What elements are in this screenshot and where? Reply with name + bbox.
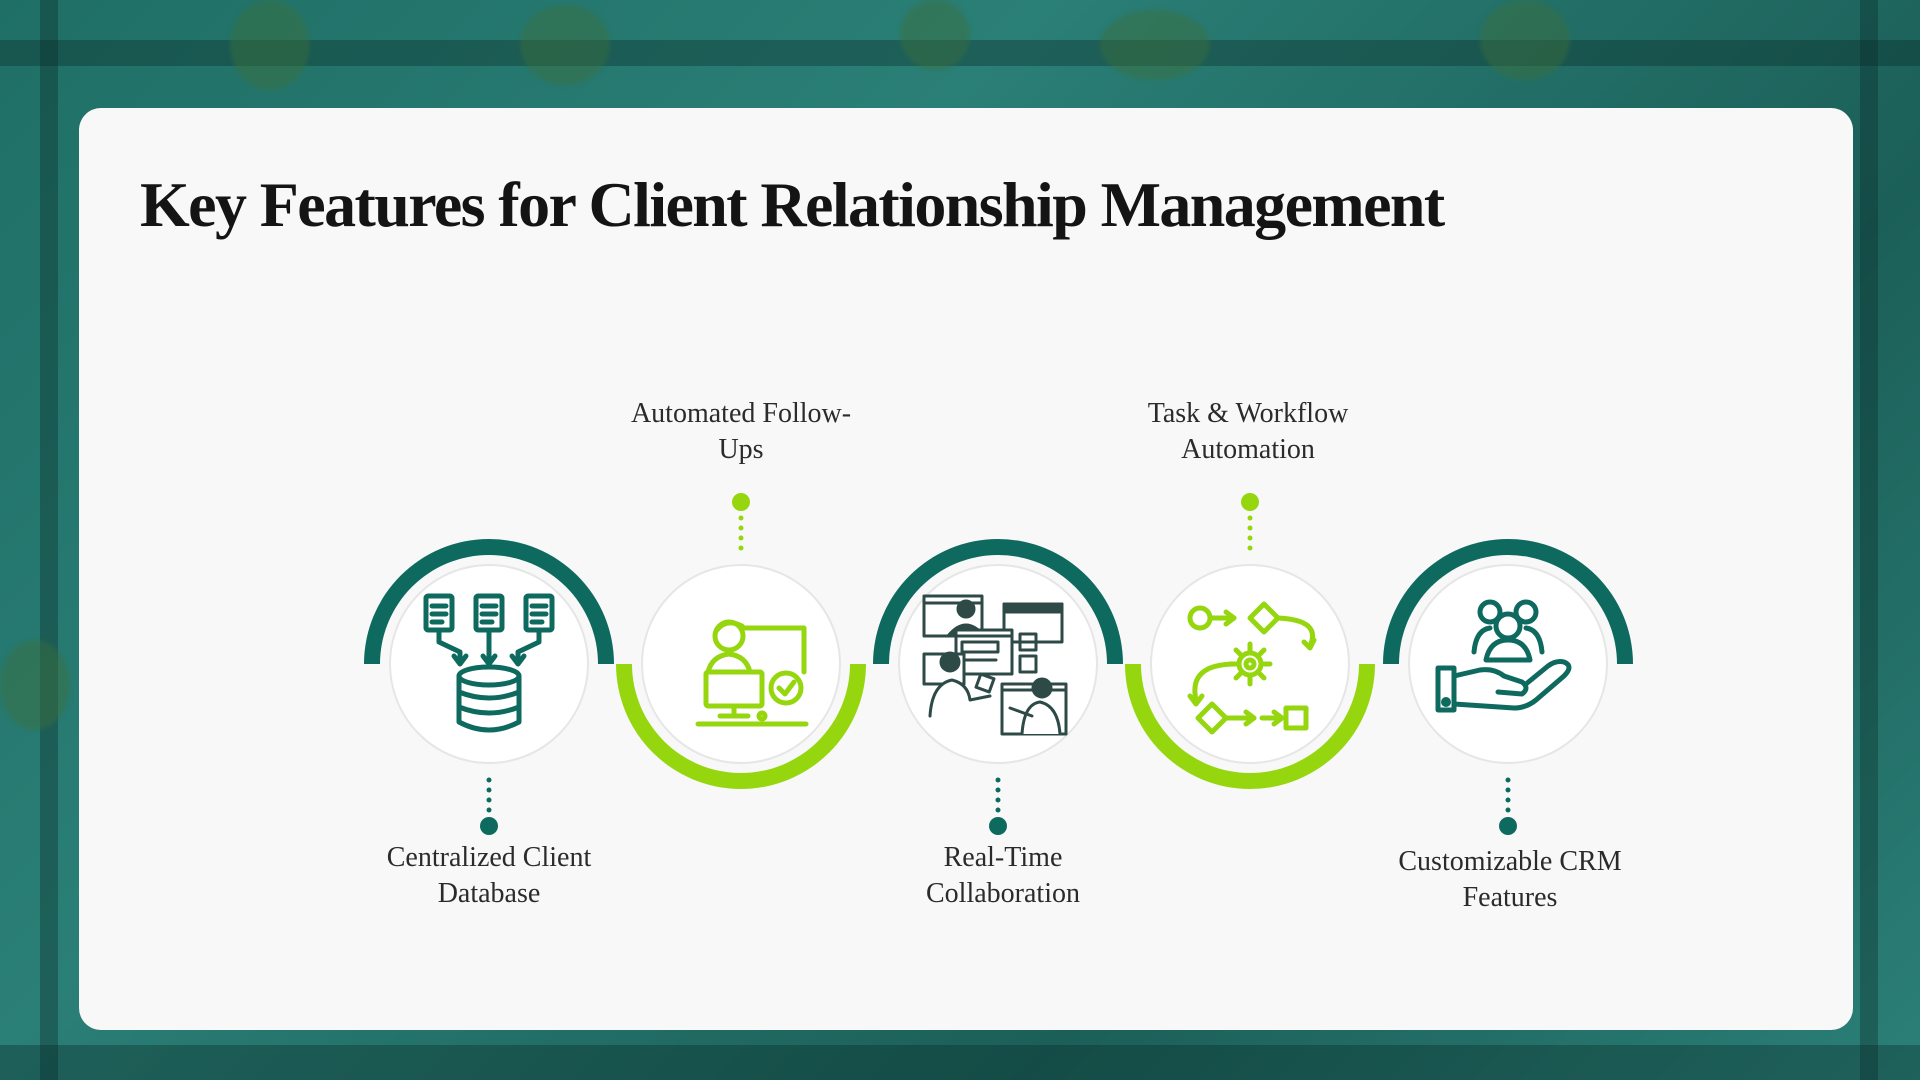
feature-1-line-1: Centralized Client [386,842,592,873]
feature-4-line-2: Automation [1181,434,1315,465]
connector-2 [732,493,750,551]
slide-title: Key Features for Client Relationship Man… [140,169,1445,240]
feature-3-line-2: Collaboration [926,878,1080,909]
arc-top-1 [364,539,614,664]
dotted-connectors [480,493,1517,835]
connector-4 [1241,493,1259,551]
feature-label-4: Task & Workflow Automation [1108,396,1388,468]
feature-label-5: Customizable CRM Features [1370,844,1650,916]
content-card [79,108,1853,1030]
feature-2-line-1: Automated Follow- [630,398,852,429]
connector-1 [480,777,498,835]
feature-5-line-1: Customizable CRM [1398,846,1622,877]
feature-1-line-2: Database [437,878,541,909]
connector-3 [989,777,1007,835]
hand-with-people-icon [1435,599,1572,713]
database-icon [423,593,555,733]
feature-circle-5 [1408,564,1608,764]
feature-3-line-1: Real-Time [943,842,1063,873]
arc-bottom-4 [1125,664,1375,789]
feature-circle-2 [641,564,841,764]
arc-top-5 [1383,539,1633,664]
workflow-gear-icon [1187,601,1317,735]
connector-5 [1499,777,1517,835]
arc-bottom-2 [616,664,866,789]
feature-label-2: Automated Follow- Ups [601,396,881,468]
arc-connectors [364,539,1633,789]
collaboration-icon [922,594,1068,736]
feature-4-line-1: Task & Workflow [1147,398,1349,429]
feature-label-3: Real-Time Collaboration [863,840,1143,912]
feature-label-1: Centralized Client Database [349,840,629,912]
arc-top-3 [873,539,1123,664]
person-at-computer-icon [695,619,809,727]
feature-5-line-2: Features [1462,882,1558,913]
feature-2-line-2: Ups [718,434,764,465]
feature-circle-4 [1150,564,1350,764]
